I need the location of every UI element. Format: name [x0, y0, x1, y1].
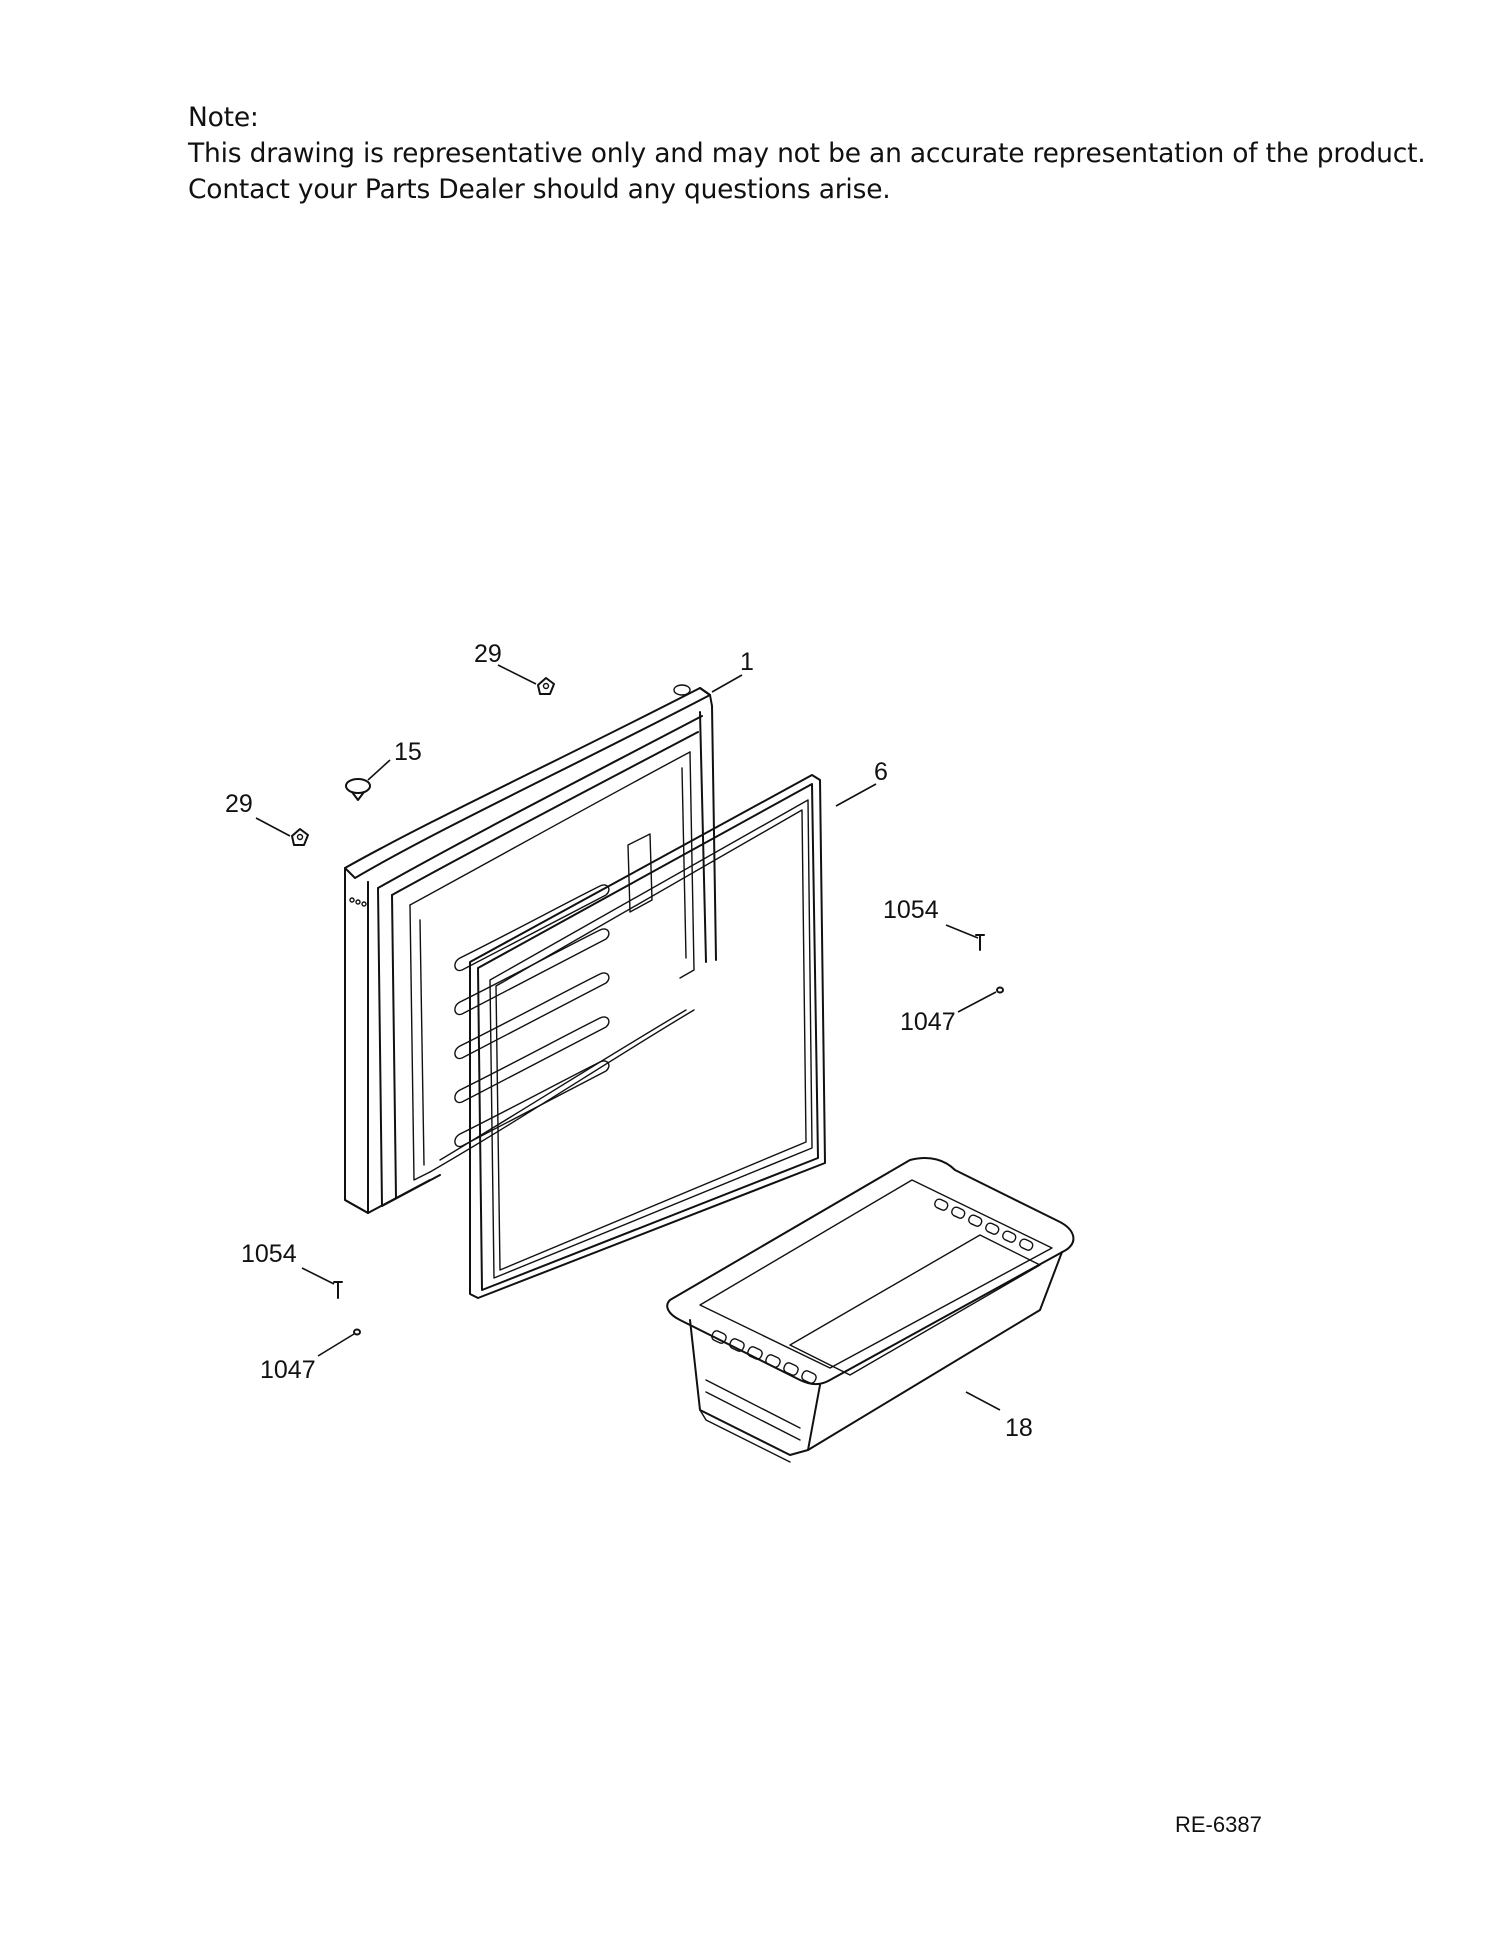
door-liner-ribs [454, 833, 653, 1148]
washer-right [996, 986, 1004, 994]
hole-cap [345, 778, 371, 801]
door-panel [344, 684, 717, 1214]
disclaimer-note: Note: This drawing is representative onl… [188, 100, 1426, 208]
hinge-pin-top [537, 677, 555, 695]
callout-cap: 15 [394, 738, 422, 766]
callout-labels: 1 6 29 29 15 1054 1047 1054 1047 18 [225, 640, 1033, 1442]
hinge-pin-left [291, 828, 309, 846]
callout-washer-left: 1047 [260, 1356, 316, 1384]
washer-left [353, 1328, 361, 1336]
screw-right [975, 934, 985, 951]
leader-lines [255, 664, 1001, 1411]
callout-washer-right: 1047 [900, 1008, 956, 1036]
callout-gasket: 6 [874, 758, 888, 786]
callout-door: 1 [740, 648, 754, 676]
note-heading: Note: [188, 102, 259, 133]
callout-screw-left: 1054 [241, 1240, 297, 1268]
freezer-basket [666, 1157, 1075, 1463]
basket-front-slots [705, 1330, 817, 1441]
screw-left [333, 1281, 343, 1299]
callout-basket: 18 [1005, 1414, 1033, 1442]
note-line-1: This drawing is representative only and … [188, 138, 1426, 169]
note-line-2: Contact your Parts Dealer should any que… [188, 174, 891, 205]
callout-screw-right: 1054 [883, 896, 939, 924]
callout-hinge-left: 29 [225, 790, 253, 818]
callout-hinge-top: 29 [474, 640, 502, 668]
door-gasket [469, 774, 826, 1299]
basket-back-slots [934, 1198, 1034, 1251]
drawing-reference-number: RE-6387 [1175, 1812, 1262, 1837]
